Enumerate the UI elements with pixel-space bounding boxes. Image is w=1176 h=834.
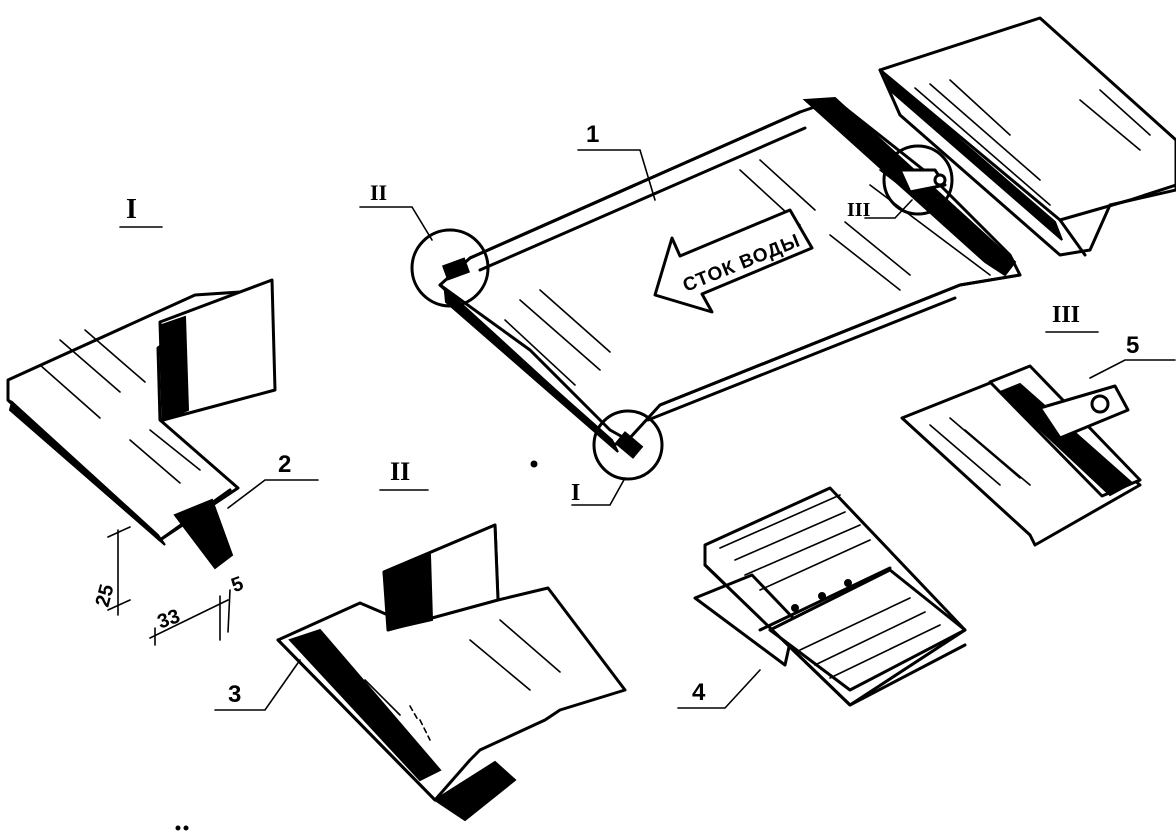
- dimension-gap: 5: [228, 573, 246, 597]
- part-number-1: 1: [586, 121, 599, 148]
- part-number-4: 4: [692, 679, 706, 706]
- callout-circle-I: [592, 409, 664, 481]
- callout-circles: [410, 144, 954, 481]
- leader-callout-I: [571, 477, 626, 506]
- detail-label-II: II: [390, 457, 410, 486]
- leader-1: [577, 149, 656, 201]
- detail-label-III: III: [1052, 302, 1080, 328]
- detail-II: II 3: [214, 457, 627, 822]
- callout-label-III: III: [847, 199, 871, 221]
- detail-I: I 2 25 33 5: [6, 194, 319, 646]
- part-number-2: 2: [278, 451, 291, 478]
- detail-wood-planks: 4: [677, 486, 967, 709]
- callout-circle-II: [410, 228, 490, 308]
- detail-III: III 5: [900, 302, 1176, 547]
- leader-callout-II: [359, 206, 433, 241]
- part-number-3: 3: [228, 681, 241, 708]
- dimension-width: 33: [155, 605, 183, 633]
- adjacent-sheet: [878, 16, 1176, 257]
- callout-label-I: I: [571, 480, 580, 506]
- part-number-5: 5: [1126, 332, 1139, 359]
- detail-label-I: I: [126, 194, 137, 225]
- leader-callout-III: [864, 199, 913, 219]
- dimension-height: 25: [92, 582, 119, 609]
- callout-circle-III: [882, 144, 954, 216]
- callout-label-II: II: [370, 180, 387, 205]
